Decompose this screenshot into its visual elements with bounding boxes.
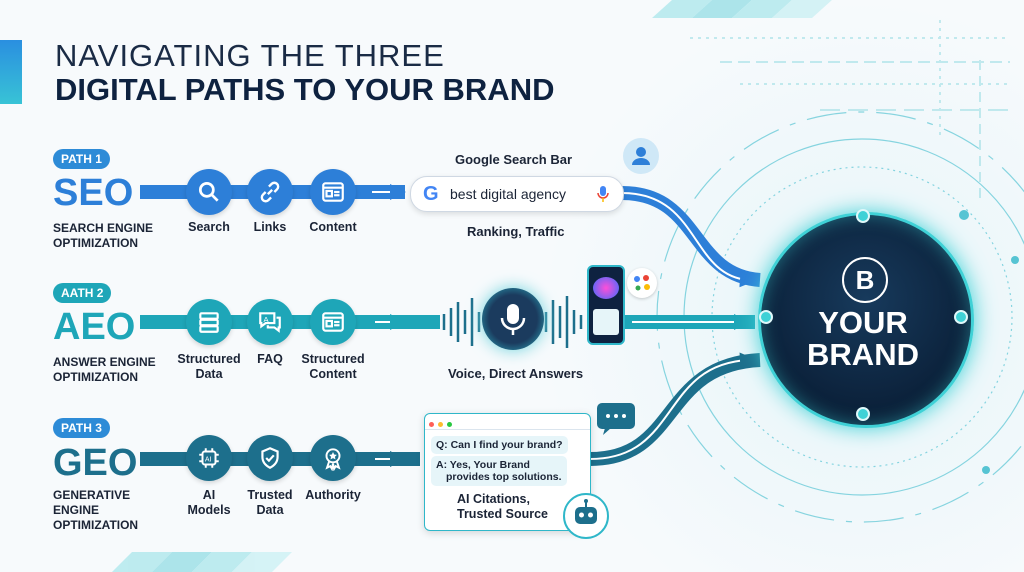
search-query: best digital agency (450, 186, 566, 202)
brand-line1: YOUR (818, 305, 908, 340)
step-label-trusted-data-2: Data (256, 503, 284, 517)
step-label-faq: FAQ (257, 352, 283, 366)
chat-bubble-icon (597, 403, 635, 435)
google-search-bar: G best digital agency (410, 176, 624, 212)
step-label-links: Links (253, 220, 287, 234)
award-icon (310, 435, 356, 481)
chat-answer-line1: A: Yes, Your Brand (436, 459, 530, 471)
path-sub-seo-1: SEARCH ENGINE (53, 221, 154, 235)
step-label-structured-data-2: Data (195, 367, 223, 381)
geo-result-caption: AI Citations, Trusted Source (457, 492, 548, 522)
path-tag-3: PATH 3 (53, 418, 110, 438)
content-icon (310, 169, 356, 215)
brand-line2: BRAND (807, 337, 919, 372)
svg-text:AI: AI (205, 456, 212, 463)
step-label-content: Content (309, 220, 357, 234)
ai-chip-icon: AI (186, 435, 232, 481)
seo-result-caption: Ranking, Traffic (467, 224, 565, 239)
search-icon (186, 169, 232, 215)
assistant-dots-icon (627, 268, 657, 298)
user-avatar-icon (623, 138, 659, 174)
link-icon (247, 169, 293, 215)
path-sub-geo-2: ENGINE (53, 503, 100, 517)
aeo-result-caption: Voice, Direct Answers (448, 366, 584, 381)
microphone-icon (597, 186, 609, 202)
page-title-line1: NAVIGATING THE THREE (55, 38, 445, 73)
path-sub-aeo-2: OPTIMIZATION (53, 370, 139, 384)
page-title-line2: DIGITAL PATHS TO YOUR BRAND (55, 72, 555, 107)
structured-content-icon (310, 299, 356, 345)
path-abbr-seo: SEO (53, 172, 134, 214)
smartphone-icon (587, 265, 625, 345)
step-label-trusted-data-1: Trusted (247, 488, 293, 502)
path-tag-1: PATH 1 (53, 149, 110, 169)
path-tag-2: AATH 2 (53, 283, 112, 303)
step-label-authority: Authority (305, 488, 361, 502)
path-sub-geo-3: OPTIMIZATION (53, 518, 139, 532)
brand-logo-icon: B (842, 257, 888, 303)
svg-text:A: A (264, 315, 270, 324)
step-label-structured-content-2: Content (309, 367, 357, 381)
brand-hub: B YOUR BRAND (758, 212, 974, 428)
step-label-ai-models-2: Models (187, 503, 231, 517)
chat-question: Q: Can I find your brand? (431, 436, 568, 454)
search-bar-caption: Google Search Bar (455, 152, 573, 167)
chat-answer: A: Yes, Your Brand provides top solution… (431, 456, 567, 486)
geo-result-line1: AI Citations, (457, 492, 530, 506)
voice-mic-icon (482, 288, 544, 350)
shield-check-icon (247, 435, 293, 481)
google-g-icon: G (423, 183, 439, 205)
step-label-ai-models-1: AI (202, 488, 216, 502)
path-sub-aeo-1: ANSWER ENGINE (53, 355, 156, 369)
geo-result-line2: Trusted Source (457, 507, 548, 521)
step-label-structured-data-1: Structured (177, 352, 241, 366)
step-label-structured-content-1: Structured (301, 352, 365, 366)
step-label-search: Search (188, 220, 230, 234)
path-abbr-aeo: AEO (53, 306, 136, 348)
chat-window-titlebar (425, 414, 590, 430)
path-abbr-geo: GEO (53, 442, 138, 484)
path-sub-geo-1: GENERATIVE (53, 488, 131, 502)
robot-icon (563, 493, 609, 539)
chat-answer-line2: provides top solutions. (446, 471, 562, 483)
faq-icon: A (247, 299, 293, 345)
title-accent-bar (0, 40, 22, 104)
path-sub-seo-2: OPTIMIZATION (53, 236, 139, 250)
database-icon (186, 299, 232, 345)
